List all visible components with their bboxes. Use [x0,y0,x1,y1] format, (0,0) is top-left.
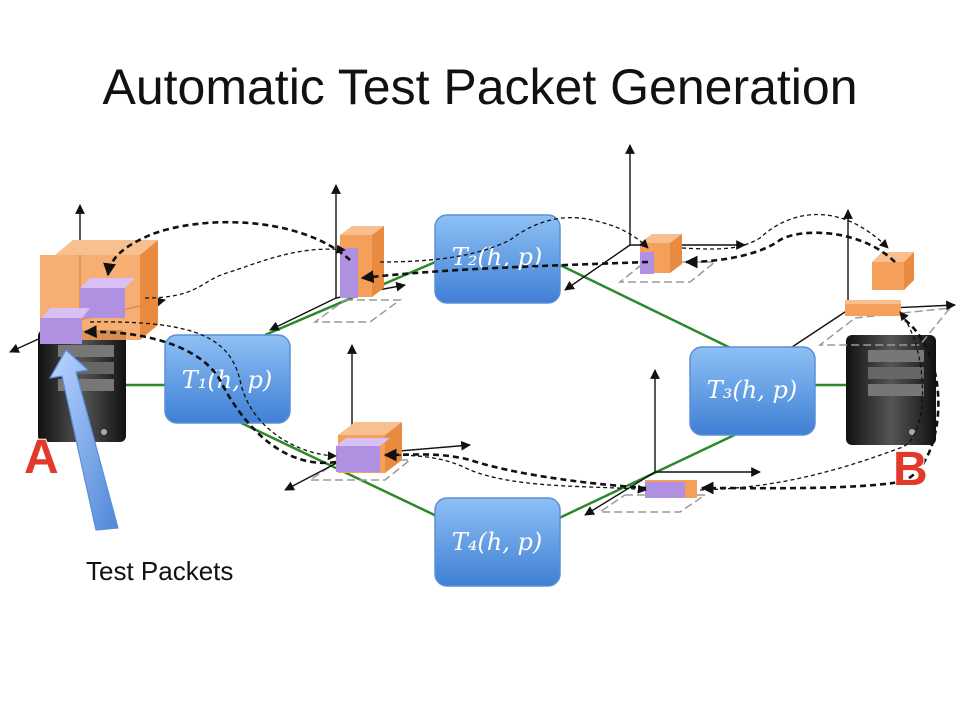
server-b-icon [846,335,936,445]
host-a-label: A [24,431,59,484]
axes-t2-in [269,184,406,331]
axes-t2-out [564,144,746,291]
test-packets-caption: Test Packets [86,556,234,586]
test-packets-arrow-icon [48,349,119,531]
switch-t4: T₄(h, p) [434,497,561,587]
axes-t4-in [284,344,471,491]
link-t2-t3 [559,263,746,357]
switch-t3-label: T₃(h, p) [707,376,797,404]
header-space-flow-arrows [89,214,924,494]
switch-t4-label: T₄(h, p) [452,528,542,556]
switch-t3: T₃(h, p) [689,346,816,436]
slide-title: Automatic Test Packet Generation [102,59,858,115]
axes-t4-out [584,369,761,516]
axes-host-b [779,209,956,356]
switch-t1-label: T₁(h, p) [182,366,272,394]
header-space-a-icon [40,240,158,344]
test-packet-flow-arrows [83,220,940,495]
host-b-label: B [893,443,928,496]
switch-t2: T₂(h, p) [434,214,561,304]
